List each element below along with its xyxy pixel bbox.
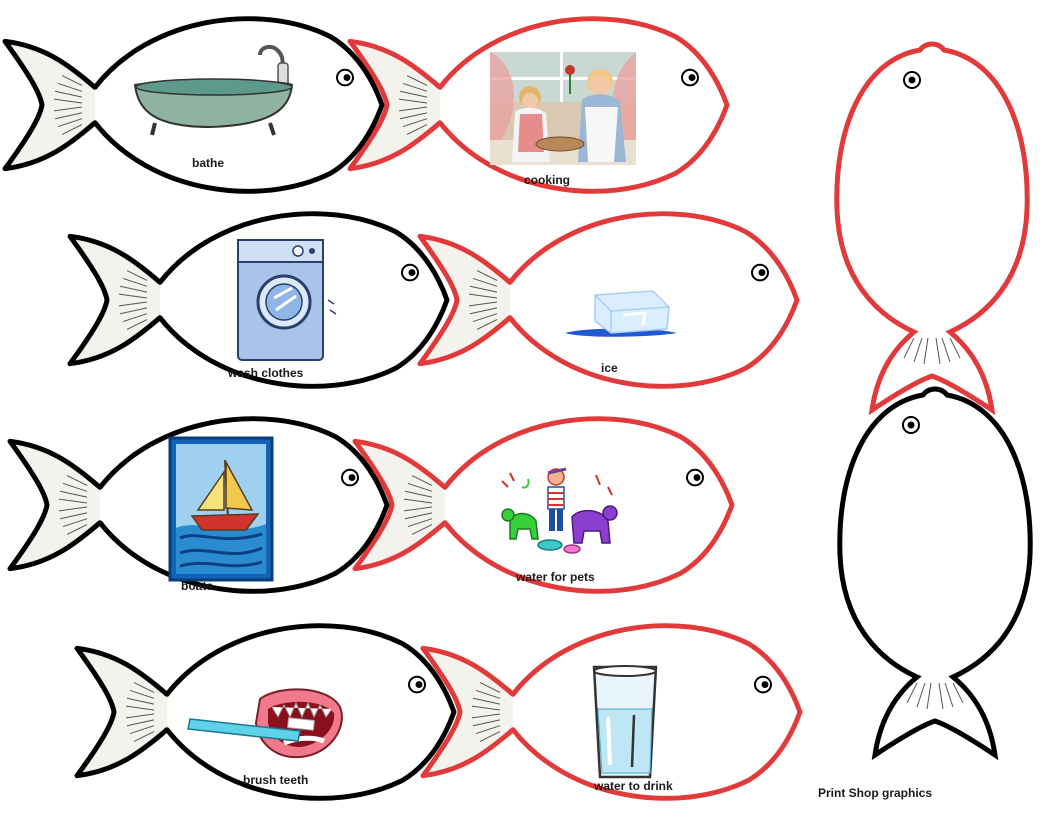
fish-eye-icon	[903, 71, 921, 89]
fish-eye-icon	[902, 416, 920, 434]
toothbrush-mouth-icon	[187, 688, 343, 759]
fish-label-boats: boats	[181, 579, 213, 593]
fish-label-water-for-pets: water for pets	[515, 570, 595, 584]
sailboat-icon	[168, 436, 274, 582]
fish-label-bathe: bathe	[192, 156, 224, 170]
fish-label-cooking: cooking	[524, 173, 570, 187]
blank-fish-black	[837, 386, 1033, 761]
bathtub-icon	[133, 45, 294, 136]
fish-label-ice: ice	[601, 361, 618, 375]
credit-text: Print Shop graphics	[818, 786, 932, 800]
fish-water-for-pets	[355, 419, 732, 592]
fish-label-water-to-drink: water to drink	[593, 779, 673, 793]
fish-label-wash-clothes: wash clothes	[227, 366, 304, 380]
cooking-picture	[490, 52, 636, 165]
ice-cube-icon	[565, 290, 677, 337]
pets-icon	[501, 467, 618, 554]
blank-fish-red	[834, 41, 1030, 416]
fish-label-brush-teeth: brush teeth	[243, 773, 308, 787]
washing-machine-icon	[237, 239, 337, 361]
water-glass-icon	[592, 665, 658, 779]
